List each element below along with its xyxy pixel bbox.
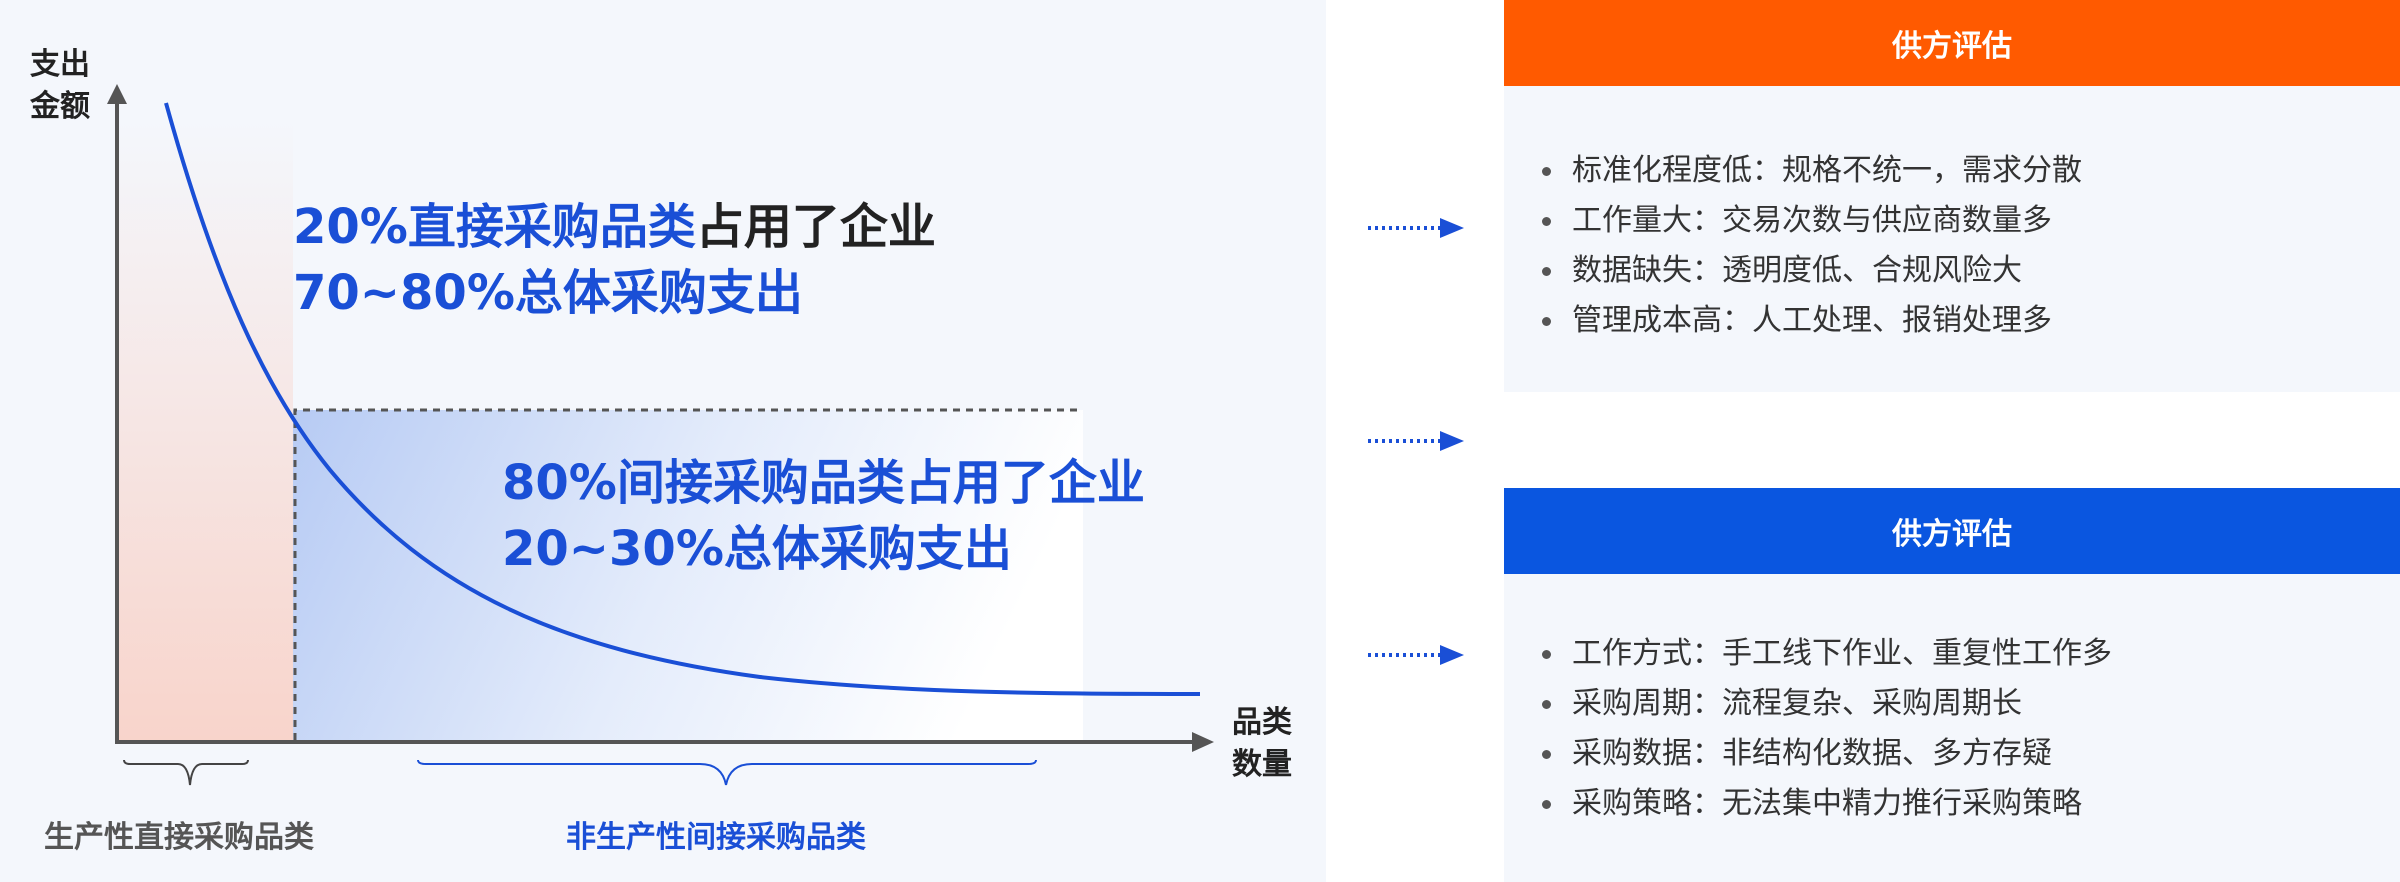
y-axis-label: 支出 金额 bbox=[30, 44, 90, 128]
list-item: 工作方式：手工线下作业、重复性工作多 bbox=[1542, 629, 2400, 679]
list-item: 管理成本高：人工处理、报销处理多 bbox=[1542, 296, 2400, 346]
direct-text-rest: 占用了企业 bbox=[695, 199, 936, 255]
list-item: 工作量大：交易次数与供应商数量多 bbox=[1542, 196, 2400, 246]
indirect-spend-text: 80%间接采购品类占用了企业 20~30%总体采购支出 bbox=[502, 450, 1145, 582]
dotted-right-arrow-icon bbox=[1368, 218, 1464, 238]
x-axis-label-line: 品类 bbox=[1232, 705, 1292, 740]
y-axis-label-line: 支出 bbox=[30, 47, 90, 82]
direct-area bbox=[117, 120, 293, 740]
spend-curve bbox=[164, 102, 1201, 696]
dotted-right-arrow-icon bbox=[1368, 645, 1464, 665]
indirect-category-brace bbox=[417, 759, 1037, 786]
panel-body-direct: 标准化程度低：规格不统一，需求分散 工作量大：交易次数与供应商数量多 数据缺失：… bbox=[1504, 86, 2400, 392]
direct-category-brace bbox=[123, 759, 249, 786]
list-item: 标准化程度低：规格不统一，需求分散 bbox=[1542, 146, 2400, 196]
panel-body-indirect: 工作方式：手工线下作业、重复性工作多 采购周期：流程复杂、采购周期长 采购数据：… bbox=[1504, 574, 2400, 882]
indirect-category-label: 非生产性间接采购品类 bbox=[566, 820, 866, 855]
x-axis-label-line: 数量 bbox=[1232, 747, 1292, 782]
y-axis-label-line: 金额 bbox=[30, 89, 90, 124]
list-item: 采购策略：无法集中精力推行采购策略 bbox=[1542, 779, 2400, 829]
spend-curve-diagram bbox=[107, 84, 1214, 786]
direct-spend-text: 20%直接采购品类占用了企业 70~80%总体采购支出 bbox=[293, 194, 936, 326]
dotted-right-arrow-icon bbox=[1368, 431, 1464, 451]
panel-header-indirect: 供方评估 bbox=[1504, 488, 2400, 574]
indirect-issues-list: 工作方式：手工线下作业、重复性工作多 采购周期：流程复杂、采购周期长 采购数据：… bbox=[1504, 574, 2400, 829]
indirect-text-line1: 80%间接采购品类占用了企业 bbox=[502, 455, 1145, 511]
chart-panel: 支出 金额 品类 数量 20%直接采购品类占用了企业 70~80%总体采购支出 … bbox=[0, 0, 1326, 882]
direct-text-highlight: 20%直接采购品类 bbox=[293, 199, 696, 255]
direct-issues-list: 标准化程度低：规格不统一，需求分散 工作量大：交易次数与供应商数量多 数据缺失：… bbox=[1504, 86, 2400, 346]
list-item: 采购数据：非结构化数据、多方存疑 bbox=[1542, 729, 2400, 779]
direct-text-line2: 70~80%总体采购支出 bbox=[293, 265, 803, 321]
direct-category-label: 生产性直接采购品类 bbox=[44, 820, 314, 855]
indirect-dashed-outline bbox=[293, 408, 1083, 740]
connector-arrows bbox=[1368, 218, 1464, 665]
indirect-text-line2: 20~30%总体采购支出 bbox=[502, 521, 1012, 577]
x-axis-label: 品类 数量 bbox=[1232, 702, 1292, 786]
y-axis-arrowhead bbox=[107, 84, 127, 104]
panel-header-direct: 供方评估 bbox=[1504, 0, 2400, 86]
list-item: 采购周期：流程复杂、采购周期长 bbox=[1542, 679, 2400, 729]
indirect-area bbox=[293, 410, 1083, 740]
list-item: 数据缺失：透明度低、合规风险大 bbox=[1542, 246, 2400, 296]
x-axis-arrowhead bbox=[1192, 732, 1214, 752]
